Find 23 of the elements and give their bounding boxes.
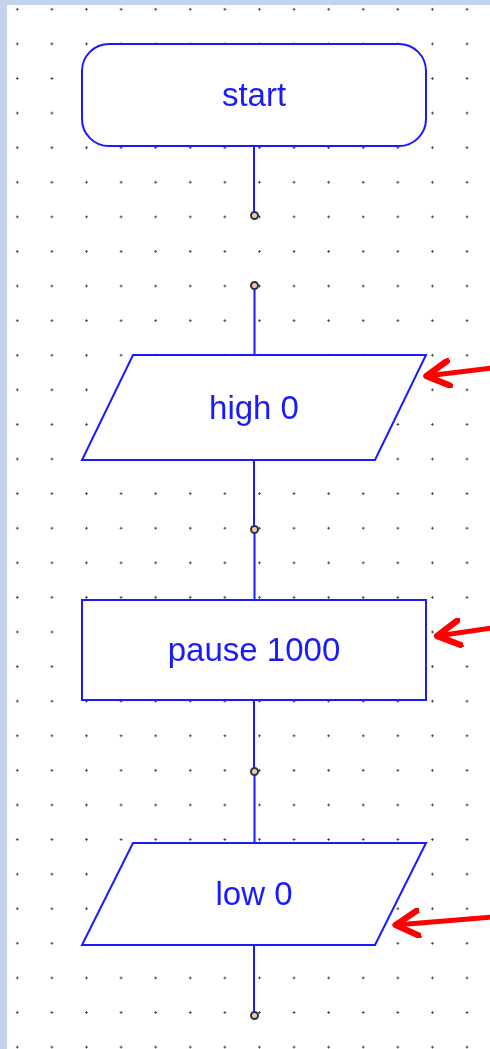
connector-line [253, 945, 255, 1012]
connector-line [253, 460, 255, 526]
node-label: high 0 [209, 388, 299, 427]
io-parallelogram [81, 842, 427, 946]
arrow [423, 357, 490, 389]
terminal-box [81, 43, 427, 147]
node-label: low 0 [215, 875, 293, 913]
arrow [392, 907, 490, 939]
connector-dot [250, 281, 259, 290]
connector-dot [250, 1011, 259, 1020]
io-parallelogram [81, 354, 427, 461]
connector-line [253, 775, 256, 843]
arrow [433, 617, 490, 649]
process-box [81, 599, 427, 701]
connector-line [253, 289, 256, 355]
node-label: start [221, 76, 287, 114]
connector-dot [250, 767, 259, 776]
node-label: pause 1000 [167, 631, 341, 669]
connector-line [253, 146, 255, 212]
connector-line [253, 700, 255, 768]
connector-line [253, 533, 256, 600]
connector-dot [250, 211, 259, 220]
connector-dot [250, 525, 259, 534]
